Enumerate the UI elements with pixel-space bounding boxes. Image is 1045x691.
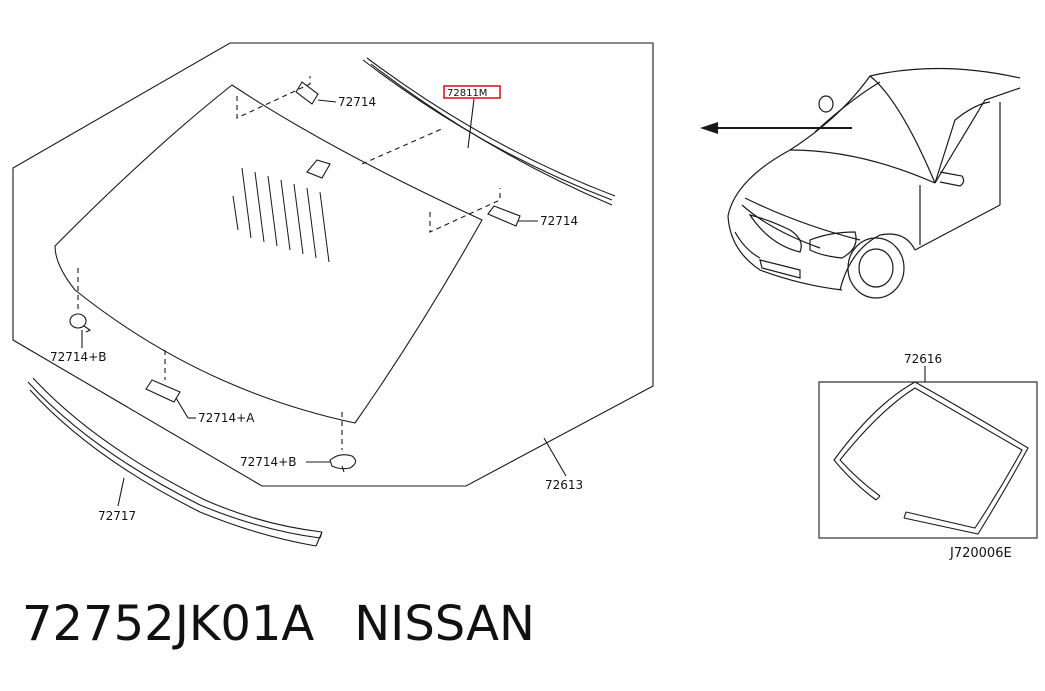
- clip-upper-left-dashed-box: [236, 76, 311, 119]
- leader-clip-lower: [175, 397, 189, 419]
- seal-kit-gasket: [833, 381, 1029, 535]
- direction-arrow-head: [700, 122, 718, 134]
- fastener-left-shape: [69, 313, 87, 329]
- label-lower-molding: 72717: [98, 509, 136, 523]
- label-clip-upper-right: 72714: [540, 214, 578, 228]
- footer-part-number: 72752JK01A: [22, 596, 315, 652]
- fastener-left-tab: [83, 325, 92, 333]
- label-seal-kit: 72616: [904, 352, 942, 366]
- seal-kit-box: [818, 381, 1038, 539]
- clip-upper-left-shape: [295, 81, 319, 105]
- leader-lower-molding: [117, 477, 125, 507]
- diagram-code: J720006E: [949, 546, 1012, 561]
- label-fastener-bottom: 72714+B: [240, 455, 296, 469]
- label-72811m: 72811M: [447, 88, 487, 99]
- highlight-72811m: [443, 85, 501, 99]
- footer-caption: 72752JK01A NISSAN: [22, 596, 535, 652]
- mirror-mount-patch: [306, 159, 331, 179]
- clip-upper-right-shape: [487, 205, 521, 227]
- car-illustration: [727, 67, 1021, 299]
- label-glass: 72613: [545, 478, 583, 492]
- fastener-bottom-shape: [329, 454, 357, 470]
- lower-molding-strip: [27, 377, 323, 547]
- windshield-glass-outline: [54, 84, 483, 424]
- label-fastener-left: 72714+B: [50, 350, 106, 364]
- glass-reflection-hatching: [232, 167, 330, 263]
- leader-glass: [543, 437, 567, 477]
- fastener-bottom-stem: [341, 465, 345, 473]
- clip-upper-right-dashed-box: [429, 188, 501, 233]
- leader-clip-upper-left: [317, 99, 337, 103]
- label-clip-upper-left: 72714: [338, 95, 376, 109]
- label-clip-lower: 72714+A: [198, 411, 255, 425]
- molding-dashed-link: [361, 127, 445, 165]
- leader-72811m: [467, 98, 475, 149]
- assembly-boundary: [12, 42, 654, 487]
- clip-lower-shape: [145, 379, 181, 403]
- footer-brand: NISSAN: [354, 596, 535, 652]
- top-molding-strip: [362, 57, 616, 206]
